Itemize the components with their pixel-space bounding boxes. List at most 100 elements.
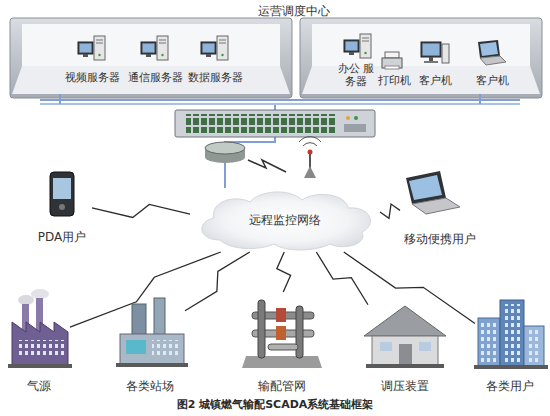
gas-source-factory <box>8 364 72 368</box>
node-label: 远程监控网络 <box>249 214 321 227</box>
laptop-icon <box>406 171 446 204</box>
gas-source-factory <box>31 289 49 299</box>
laptop-icon <box>409 175 442 200</box>
node-label: 各类站场 <box>126 380 174 393</box>
network-link <box>225 104 275 188</box>
pda-icon <box>50 172 74 216</box>
pda-icon <box>50 172 74 216</box>
server-node: 视频服务器 <box>61 30 123 84</box>
pipeline-network <box>276 326 286 340</box>
station-icon <box>152 340 178 358</box>
laptop-icon <box>412 198 460 214</box>
antenna-symbol <box>299 137 321 142</box>
station-icon <box>126 340 146 354</box>
pda-icon <box>53 178 71 199</box>
network-switch <box>175 110 375 137</box>
node-label: 移动便携用户 <box>404 233 476 246</box>
user-buildings <box>478 318 500 366</box>
regulator-house <box>364 306 446 336</box>
field-site-node: 各类站场 <box>115 292 185 393</box>
antenna-symbol <box>309 152 311 178</box>
node-label: 输配管网 <box>258 380 306 393</box>
pipeline-network <box>252 312 314 319</box>
regulator-house <box>419 342 431 351</box>
printer-node: 打印机 <box>372 40 416 87</box>
wireless-link <box>70 252 221 327</box>
wireless-link <box>380 204 400 218</box>
node-label: 数据服务器 <box>188 71 243 84</box>
node-label: 打印机 <box>378 74 411 87</box>
pipeline-network <box>258 300 265 358</box>
user-buildings <box>503 304 521 362</box>
pda-icon <box>59 204 65 210</box>
gas-source-factory <box>12 322 68 366</box>
control-center-panel <box>312 24 530 66</box>
device-icon <box>344 34 371 58</box>
pipeline-network <box>296 306 303 358</box>
device-icon <box>478 40 506 65</box>
network-switch <box>346 116 350 120</box>
regulator-house <box>399 344 412 365</box>
station-icon <box>116 298 188 367</box>
device-icon <box>382 52 402 69</box>
user-buildings <box>481 322 497 362</box>
node-label: 客户机 <box>419 74 452 87</box>
mobile-user-node: 移动便携用户 <box>400 168 480 246</box>
control-center-panel <box>10 18 542 98</box>
network-switch <box>175 110 375 137</box>
device-icon <box>421 42 449 63</box>
gas-source-factory <box>18 295 34 305</box>
field-site-node: 气源 <box>8 292 70 393</box>
pipeline-network <box>242 300 322 368</box>
antenna-symbol <box>308 150 313 155</box>
control-center-panel <box>10 18 292 98</box>
antenna-symbol <box>299 137 321 178</box>
gas-source-factory <box>36 298 43 332</box>
router-symbol <box>248 160 286 172</box>
field-site-node: 各类用户 <box>475 292 545 393</box>
router-symbol <box>205 142 245 154</box>
pipeline-network <box>276 308 286 322</box>
wireless-link <box>185 252 250 311</box>
device-icon <box>141 36 168 60</box>
network-bus <box>59 94 61 104</box>
network-switch <box>186 114 336 133</box>
station-icon <box>154 298 165 336</box>
control-center-panel <box>12 66 290 94</box>
node-label: 气源 <box>27 380 51 393</box>
node-label: 调压装置 <box>381 380 429 393</box>
network-bus <box>40 94 520 104</box>
station-icon <box>116 363 188 367</box>
user-buildings <box>474 300 548 369</box>
user-buildings <box>474 365 548 369</box>
wireless-link <box>92 204 190 217</box>
station-icon <box>132 304 146 336</box>
field-site-node: 调压装置 <box>368 292 442 393</box>
user-buildings <box>524 326 544 366</box>
server-node: 办公 服务器 <box>336 28 376 88</box>
network-bus <box>40 99 520 101</box>
client-node: 客户机 <box>413 40 457 87</box>
router-symbol <box>205 151 245 163</box>
node-label: 通信服务器 <box>128 71 183 84</box>
station-icon <box>120 334 184 364</box>
network-cloud: 远程监控网络 <box>190 188 380 252</box>
network-bus <box>40 103 520 105</box>
client-node: 客户机 <box>470 40 514 87</box>
antenna-symbol <box>304 166 316 178</box>
network-switch <box>344 124 366 132</box>
control-center-panel <box>22 24 280 66</box>
user-buildings <box>527 330 541 362</box>
gas-source-factory <box>22 304 29 332</box>
regulator-house <box>372 336 438 365</box>
node-label: 各类用户 <box>486 380 534 393</box>
device-icon <box>78 34 506 69</box>
figure-caption: 图2 城镇燃气输配SCADA系统基础框架 <box>0 397 550 412</box>
node-label: 运营调度中心 <box>258 5 330 18</box>
control-center-panel <box>300 18 542 98</box>
router-symbol <box>205 148 245 157</box>
laptop-icon <box>406 171 460 214</box>
control-center-group: 运营调度中心视频服务器通信服务器数据服务器办公 服务器打印机客户机客户机 <box>6 2 546 104</box>
wireless-link <box>316 252 368 305</box>
